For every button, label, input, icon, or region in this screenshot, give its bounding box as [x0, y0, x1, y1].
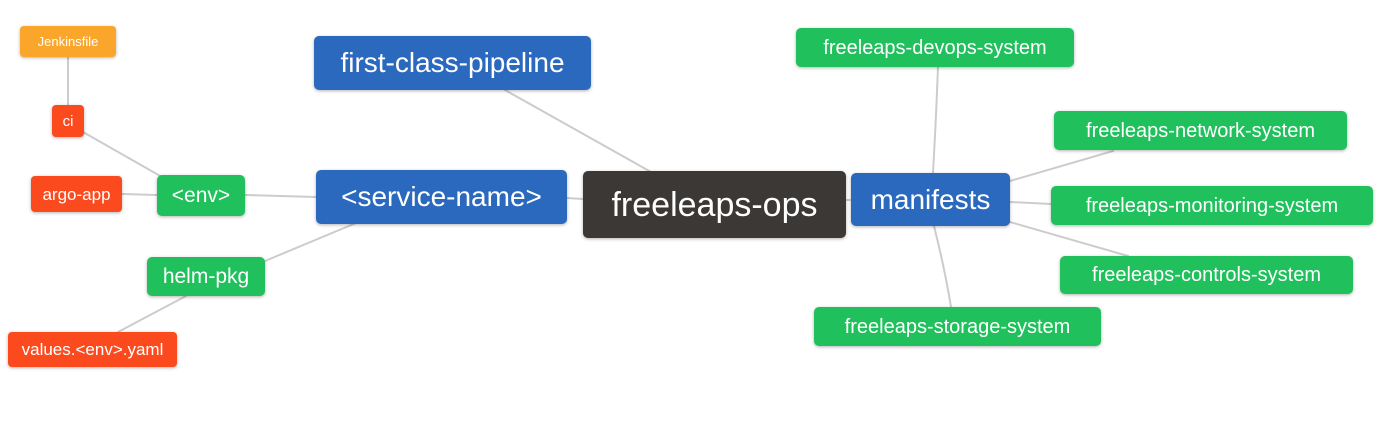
edge-manifests-devops: [932, 66, 939, 174]
node-argo-app[interactable]: argo-app: [31, 176, 122, 212]
edge-env-service-name: [244, 194, 317, 198]
edge-helm-pkg-service-name: [264, 222, 357, 262]
edge-manifests-monitoring: [1009, 201, 1052, 205]
node-controls-system[interactable]: freeleaps-controls-system: [1060, 256, 1353, 294]
node-manifests[interactable]: manifests: [851, 173, 1010, 226]
node-devops-system[interactable]: freeleaps-devops-system: [796, 28, 1074, 67]
node-ci[interactable]: ci: [52, 105, 84, 137]
node-storage-system[interactable]: freeleaps-storage-system: [814, 307, 1101, 346]
edge-service-name-root: [566, 197, 584, 200]
edge-pipeline-root: [504, 89, 652, 173]
edge-manifests-controls: [1009, 221, 1129, 257]
node-service-name[interactable]: <service-name>: [316, 170, 567, 224]
edge-values-helm-pkg: [117, 295, 187, 333]
node-helm-pkg[interactable]: helm-pkg: [147, 257, 265, 296]
node-first-class-pipeline[interactable]: first-class-pipeline: [314, 36, 591, 90]
node-network-system[interactable]: freeleaps-network-system: [1054, 111, 1347, 150]
node-env[interactable]: <env>: [157, 175, 245, 216]
edge-argo-app-env: [121, 193, 158, 196]
node-monitoring-system[interactable]: freeleaps-monitoring-system: [1051, 186, 1373, 225]
node-values-env-yaml[interactable]: values.<env>.yaml: [8, 332, 177, 367]
edge-manifests-storage: [933, 225, 952, 308]
node-freeleaps-ops-root[interactable]: freeleaps-ops: [583, 171, 846, 238]
edge-ci-env: [82, 131, 163, 178]
node-jenkinsfile[interactable]: Jenkinsfile: [20, 26, 116, 57]
edge-manifests-network: [1009, 150, 1114, 182]
